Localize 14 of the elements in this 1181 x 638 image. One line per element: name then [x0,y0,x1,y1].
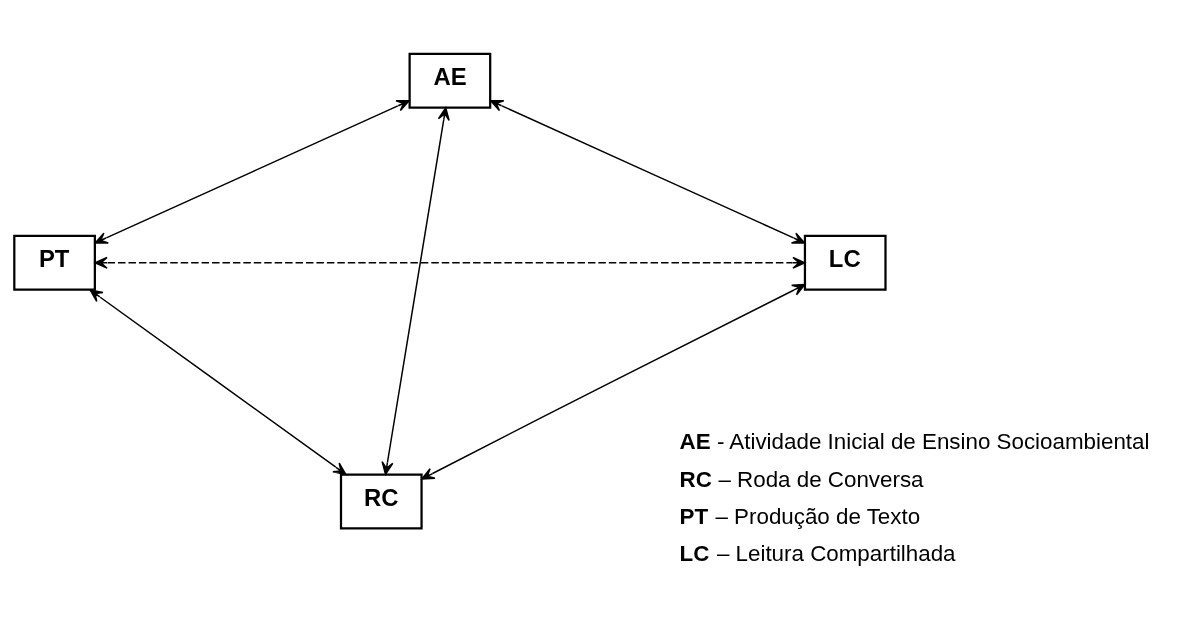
label: PT – Produção de Texto [679,503,921,529]
label: RC – Roda de Conversa [679,466,924,492]
label: AE - Atividade Inicial de Ensino Socioambiental [679,428,1150,454]
node-box: PT [13,234,96,291]
node-box: AE [408,52,492,109]
arrow [94,256,806,269]
arrow [94,99,410,244]
label: LC – Leitura Compartilhada [679,540,956,566]
arrow [489,99,806,244]
node-box: RC [339,473,423,529]
arrow [89,288,347,475]
node-box: LC [803,234,887,291]
arrow [421,283,806,480]
arrow [381,106,450,475]
